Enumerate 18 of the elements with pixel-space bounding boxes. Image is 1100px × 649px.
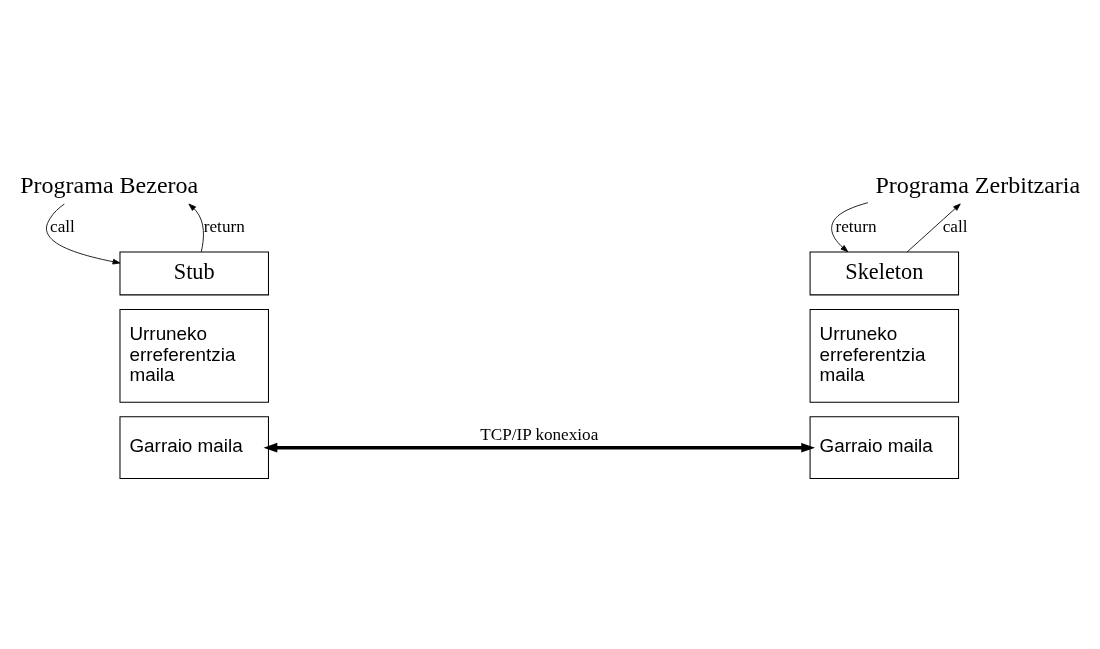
node-box: Stub: [119, 251, 269, 296]
arrow: [46, 203, 121, 265]
edge-label: TCP/IP konexioa: [480, 424, 599, 444]
edge-label: call: [942, 217, 968, 237]
node-box: Urruneko erreferentzia maila: [119, 308, 269, 403]
node-box: Skeleton: [809, 251, 960, 296]
node-box: Urruneko erreferentzia maila: [809, 308, 960, 403]
edge-label: return: [203, 217, 245, 237]
node-box: Garraio maila: [119, 416, 269, 480]
arrow: [188, 203, 204, 253]
node-box: Garraio maila: [809, 416, 960, 480]
node-text: Programa Bezeroa: [20, 172, 199, 199]
arrow: [831, 202, 869, 253]
arrow: [906, 203, 961, 253]
edge-label: return: [835, 217, 877, 237]
arrow: [263, 442, 816, 453]
edge-label: call: [50, 217, 75, 237]
node-text: Programa Zerbitzaria: [875, 172, 1081, 199]
